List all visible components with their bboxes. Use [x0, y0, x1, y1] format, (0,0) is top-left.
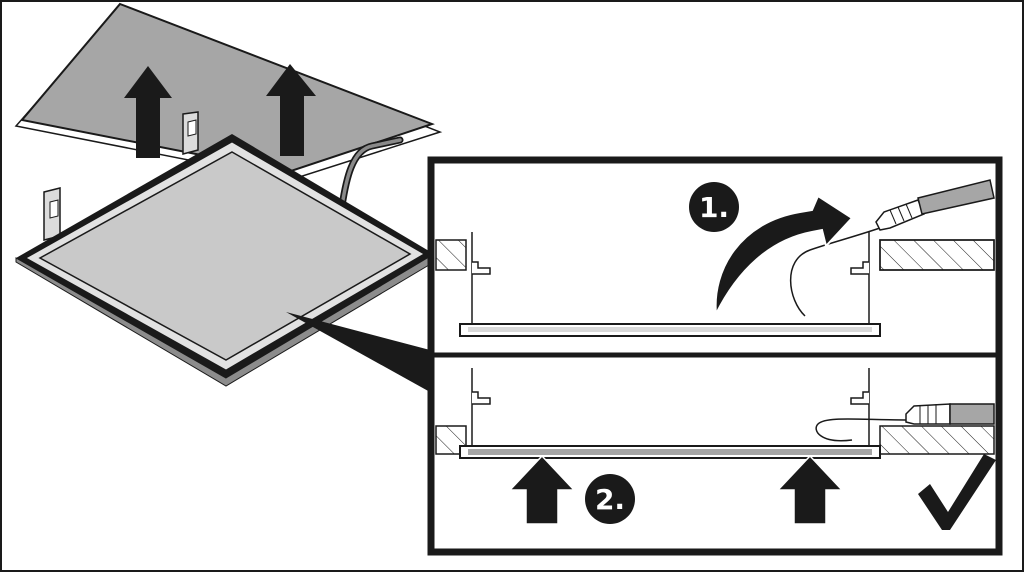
ceiling-left-section [435, 239, 467, 271]
checkmark-icon [918, 454, 996, 530]
step2-label: 2. [595, 483, 625, 516]
cable-step1 [789, 227, 881, 317]
zoom-indicator [286, 312, 430, 392]
up-arrow-icon-left [124, 66, 172, 158]
up-arrow-icon-push-left [508, 454, 576, 525]
step1-badge [689, 182, 739, 232]
up-arrow-icon-right [266, 64, 316, 156]
led-panel [15, 134, 435, 387]
cable-step2 [815, 418, 911, 442]
step1-panel: 1. [435, 179, 995, 337]
step2-panel: 2. [435, 368, 996, 530]
step1-label: 1. [699, 191, 729, 224]
connector-plug-installed [905, 403, 995, 425]
step2-badge [585, 474, 635, 524]
connector-plug [875, 179, 995, 231]
mounting-clip-back [182, 111, 199, 155]
curved-arrow-icon [714, 194, 854, 318]
ceiling-right-section-2 [879, 425, 995, 455]
mounting-clip-left [43, 187, 61, 241]
ceiling-right-section [879, 239, 995, 271]
ceiling-left-section-2 [435, 425, 467, 455]
up-arrow-icon-push-right [776, 454, 844, 525]
